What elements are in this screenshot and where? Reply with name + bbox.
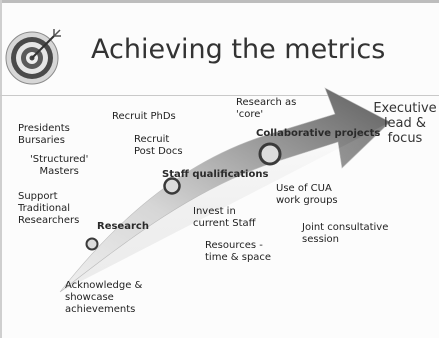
label-joint-consultative-session: Joint consultative session	[302, 222, 389, 245]
label-structured-masters: 'Structured' Masters	[30, 154, 89, 177]
label-recruit-phds: Recruit PhDs	[112, 111, 176, 122]
label-recruit-post-docs: Recruit Post Docs	[134, 134, 183, 157]
slide-top-border	[0, 0, 439, 3]
target-bullseye-icon	[5, 29, 61, 85]
label-resources: Resources - time & space	[205, 240, 272, 263]
header-divider	[0, 95, 439, 96]
milestone-collaborative-projects: Collaborative projects	[256, 128, 381, 139]
milestone-dot-collab	[258, 142, 282, 166]
label-presidents-bursaries: Presidents Bursaries	[18, 123, 70, 146]
milestone-staff-qualifications: Staff qualifications	[162, 169, 269, 180]
label-support-traditional-researchers: Support Traditional Researchers	[18, 191, 80, 226]
label-invest-in-current-staff: Invest in current Staff	[193, 206, 256, 229]
page-title: Achieving the metrics	[91, 34, 386, 65]
slide-left-border	[0, 0, 2, 338]
milestone-research: Research	[97, 221, 149, 232]
milestone-dot-research	[85, 237, 99, 251]
label-use-of-cua-work-groups: Use of CUA work groups	[276, 183, 338, 206]
destination-label: Executive lead & focus	[373, 101, 437, 146]
label-research-as-core: Research as 'core'	[236, 97, 297, 120]
milestone-dot-staff	[163, 177, 181, 195]
label-acknowledge-showcase: Acknowledge & showcase achievements	[65, 280, 143, 315]
